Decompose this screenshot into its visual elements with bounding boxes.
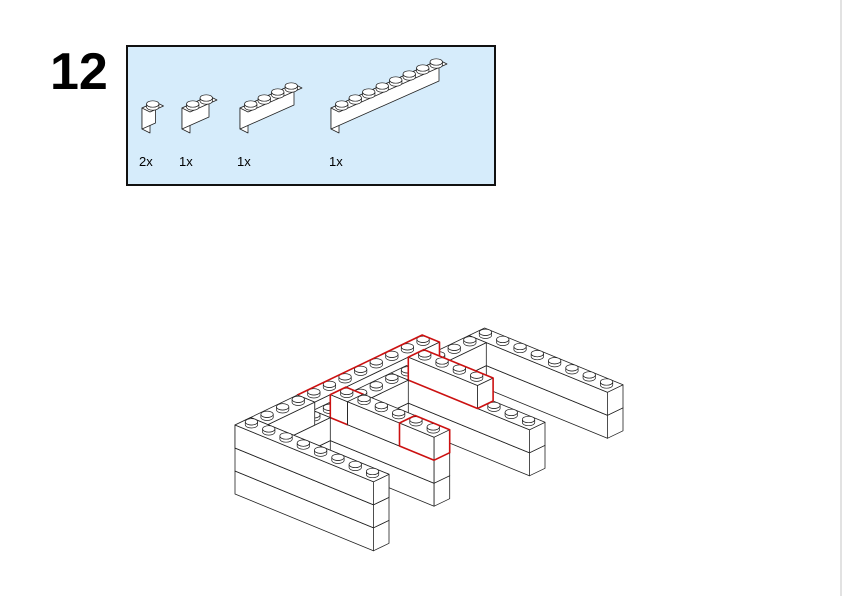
stud <box>279 432 293 443</box>
stud <box>340 387 354 398</box>
stud <box>262 425 276 436</box>
brick <box>468 327 624 416</box>
stud <box>478 328 492 339</box>
stud <box>416 335 430 346</box>
stud <box>521 415 536 427</box>
stud <box>530 350 544 361</box>
stud <box>284 82 298 93</box>
stud <box>338 373 352 384</box>
stud <box>402 70 416 81</box>
stud <box>463 336 477 347</box>
stud <box>322 380 336 391</box>
brick <box>234 417 390 506</box>
stud <box>374 402 388 413</box>
part-brick <box>181 94 218 134</box>
stud <box>565 364 579 375</box>
stud <box>513 342 527 354</box>
stud <box>307 388 321 399</box>
stud <box>276 403 290 414</box>
stud <box>348 460 362 471</box>
stud <box>244 100 258 111</box>
page-edge <box>840 0 842 596</box>
stud <box>385 373 399 384</box>
step-number: 12 <box>50 43 108 101</box>
stud <box>365 467 380 479</box>
stud <box>348 94 362 105</box>
stud <box>582 371 596 382</box>
stud <box>385 350 399 361</box>
stud <box>447 343 461 354</box>
part-brick <box>330 58 448 134</box>
stud <box>496 335 510 346</box>
stud <box>244 418 258 429</box>
part-quantity: 2x <box>139 154 153 169</box>
stud <box>260 410 274 421</box>
part-quantity: 1x <box>329 154 343 169</box>
part-brick <box>239 82 303 134</box>
stud <box>369 358 383 369</box>
stud <box>392 409 406 420</box>
stud <box>362 88 376 99</box>
stud <box>296 439 310 450</box>
stud <box>186 100 200 111</box>
stud <box>470 371 484 382</box>
stud <box>504 408 518 419</box>
stud <box>314 446 328 457</box>
stud <box>199 94 213 105</box>
new-brick-highlighted <box>398 414 451 462</box>
parts-illustration <box>141 58 448 134</box>
stud <box>429 58 443 69</box>
stud <box>335 100 349 111</box>
stud <box>257 94 271 105</box>
stud <box>548 357 562 368</box>
new-brick-highlighted <box>407 348 494 410</box>
stud <box>331 453 345 464</box>
stud <box>416 64 430 75</box>
stud <box>354 365 368 376</box>
part-quantity: 1x <box>179 154 193 169</box>
part-brick <box>141 100 164 134</box>
stud <box>487 401 501 412</box>
stud <box>291 395 305 406</box>
stud <box>409 416 423 427</box>
stud <box>375 82 389 93</box>
stud <box>389 76 403 87</box>
stud <box>400 343 414 354</box>
parts-callout: 2x 1x 1x 1x <box>126 45 496 186</box>
part-quantity: 1x <box>237 154 251 169</box>
stud <box>452 364 466 375</box>
stud <box>599 378 614 389</box>
stud <box>369 381 383 392</box>
stud <box>146 100 160 111</box>
stud <box>357 394 371 406</box>
stud <box>271 88 285 99</box>
